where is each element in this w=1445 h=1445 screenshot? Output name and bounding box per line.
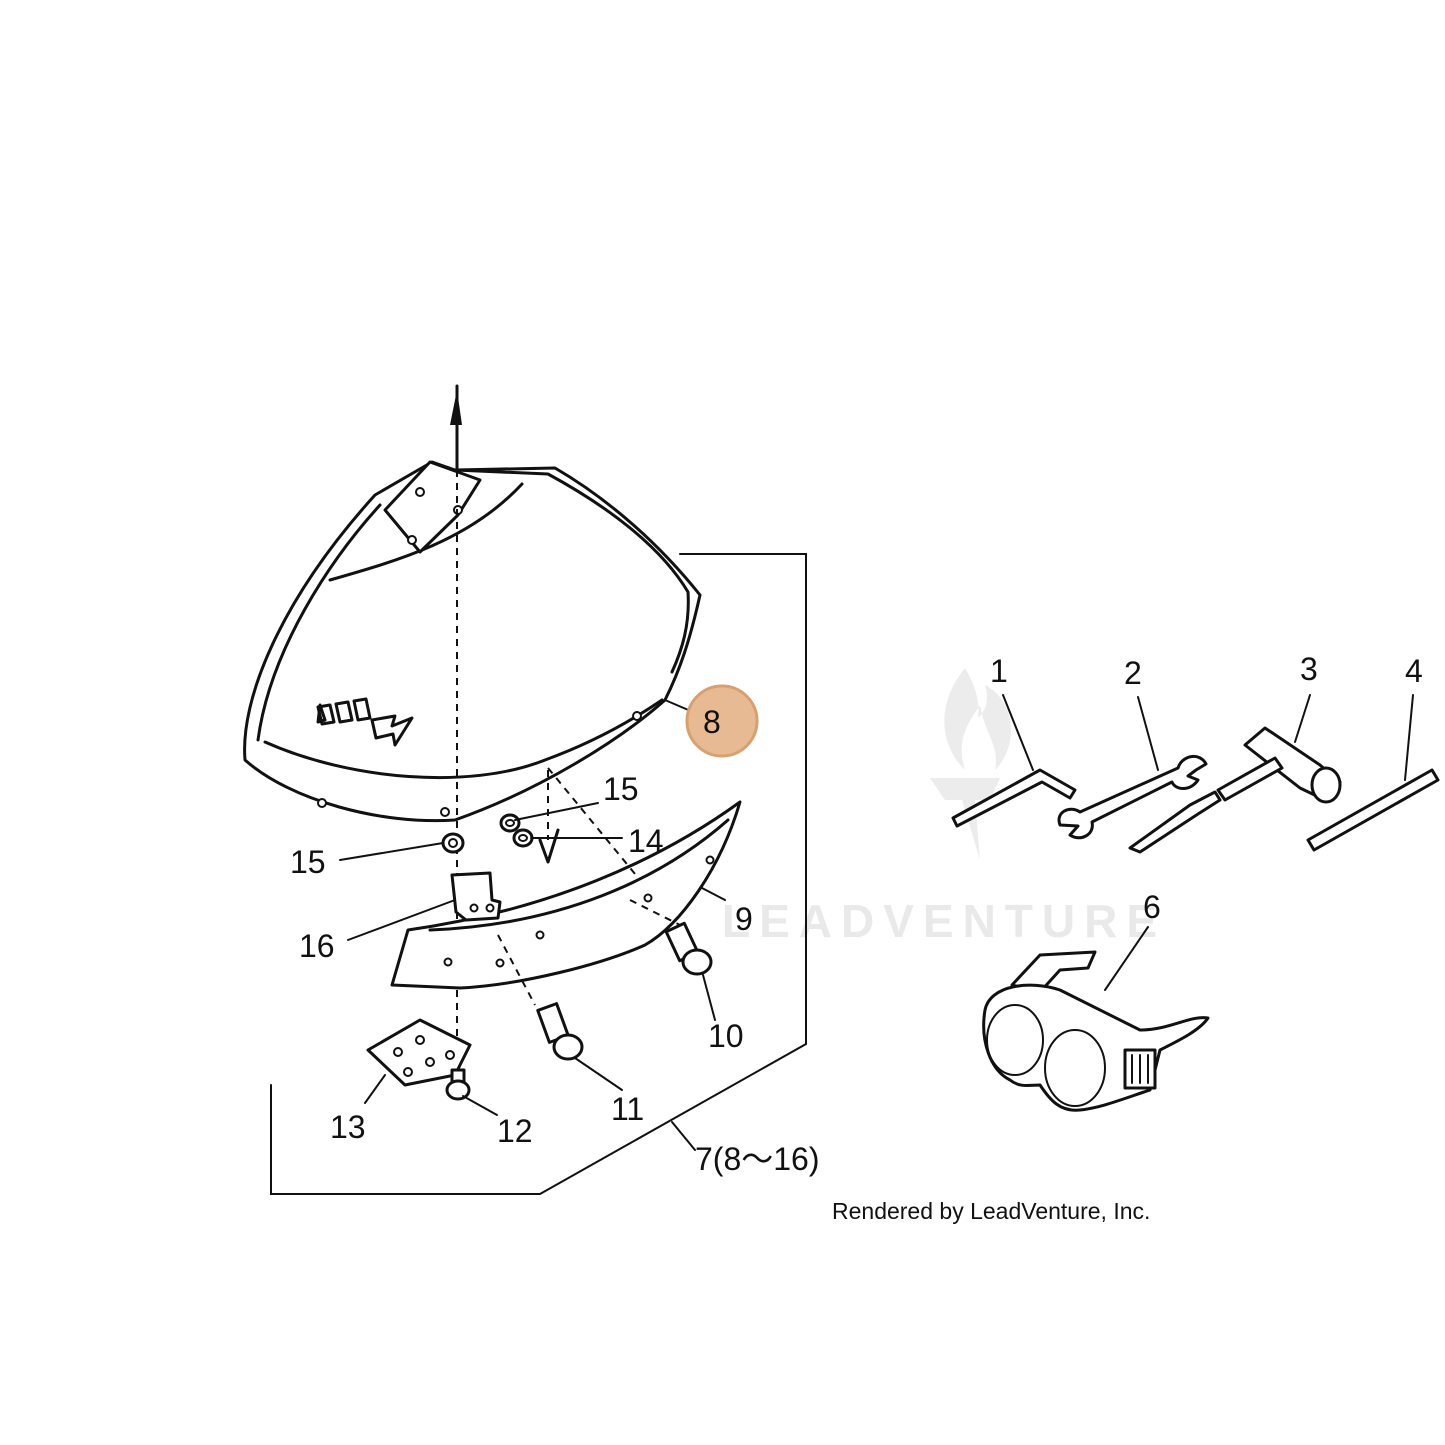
group-bracket bbox=[270, 553, 807, 1195]
callout-2[interactable]: 2 bbox=[1124, 655, 1142, 691]
blade-guard-cover bbox=[243, 460, 702, 823]
callout-14[interactable]: 14 bbox=[628, 823, 664, 859]
screwdriver-icon bbox=[1128, 790, 1222, 854]
cutting-edge-strip bbox=[390, 800, 742, 990]
watermark-text: LEADVENTURE bbox=[722, 895, 1166, 947]
socket-wrench-icon bbox=[1216, 726, 1342, 804]
callout-1[interactable]: 1 bbox=[990, 653, 1008, 689]
bolt-11 bbox=[536, 1002, 584, 1061]
bolt-12 bbox=[445, 1068, 471, 1101]
flame-logo-icon bbox=[930, 668, 1012, 860]
callout-10[interactable]: 10 bbox=[708, 1018, 744, 1054]
nut-15-upper bbox=[499, 813, 521, 833]
callout-9[interactable]: 9 bbox=[735, 901, 753, 937]
nut-14 bbox=[512, 828, 534, 848]
rod-icon bbox=[1306, 768, 1440, 852]
callout-7[interactable]: 7(8～16) bbox=[695, 1141, 820, 1177]
safety-goggles-icon bbox=[982, 950, 1210, 1112]
callout-15-left[interactable]: 15 bbox=[290, 844, 326, 880]
bracket-16 bbox=[450, 871, 502, 922]
callout-labels: 1 2 3 4 6 7(8～16) 8 9 10 11 12 13 14 15 … bbox=[290, 651, 1423, 1177]
plate-13 bbox=[366, 1018, 472, 1087]
callout-15-upper[interactable]: 15 bbox=[603, 771, 639, 807]
callout-6[interactable]: 6 bbox=[1143, 889, 1161, 925]
leadventure-watermark: LEADVENTURE bbox=[722, 668, 1166, 947]
callout-3[interactable]: 3 bbox=[1300, 651, 1318, 687]
render-credit: Rendered by LeadVenture, Inc. bbox=[832, 1198, 1150, 1224]
wrench-icon bbox=[1057, 755, 1208, 840]
hex-key-icon bbox=[951, 768, 1077, 828]
callout-16[interactable]: 16 bbox=[299, 928, 335, 964]
callout-13[interactable]: 13 bbox=[330, 1109, 366, 1145]
part-8-highlight[interactable] bbox=[685, 684, 759, 758]
callout-12[interactable]: 12 bbox=[497, 1113, 533, 1149]
leader-lines bbox=[339, 694, 1414, 1116]
nut-15-left bbox=[441, 832, 465, 854]
bolt-10 bbox=[664, 921, 713, 976]
callout-4[interactable]: 4 bbox=[1405, 653, 1423, 689]
callout-11[interactable]: 11 bbox=[611, 1091, 644, 1127]
callout-8[interactable]: 8 bbox=[703, 704, 721, 740]
